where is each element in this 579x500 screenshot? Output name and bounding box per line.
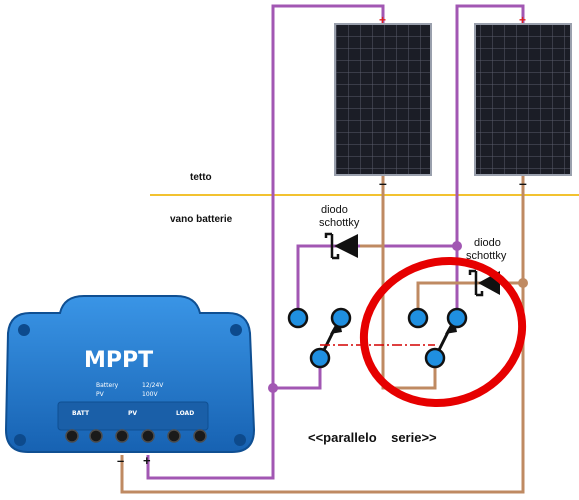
junction-dot [452, 241, 462, 251]
highlight-circle [359, 256, 527, 408]
junction-dot [518, 278, 528, 288]
battery-room-label: vano batterie [170, 214, 233, 225]
terminal-pv-label: PV [128, 410, 137, 417]
solar-panel-right: + – [474, 13, 572, 191]
switch-contact [407, 307, 429, 329]
mppt-spec-battery-value: 12/24V [142, 382, 164, 389]
solar-panel-left: + – [334, 13, 432, 191]
panel-left-positive: + [379, 13, 386, 27]
junction-dot [268, 383, 278, 393]
roof-label: tetto [190, 172, 212, 183]
terminal-screws [65, 429, 207, 443]
diode-right-label: schottky [466, 250, 507, 262]
mppt-controller: MPPT Battery 12/24V PV 100V BATT PV LOAD… [4, 295, 256, 468]
terminal-load-label: LOAD [176, 410, 194, 417]
switch-contact [330, 307, 352, 329]
diode-left-label: schottky [319, 217, 360, 229]
panel-left-negative: – [379, 175, 387, 191]
switch-contact [446, 307, 468, 329]
switch-contacts [287, 307, 468, 369]
terminal-batt-label: BATT [72, 410, 90, 417]
diode-right-label: diodo [474, 237, 501, 249]
panel-right-negative: – [519, 175, 527, 191]
pv-minus-sign: – [117, 453, 124, 468]
mppt-title: MPPT [84, 348, 153, 373]
pv-plus-sign: + [143, 453, 151, 468]
switch-contact [287, 307, 309, 329]
mppt-spec-pv-label: PV [96, 391, 105, 398]
switch-contact [424, 347, 446, 369]
panel-right-positive: + [519, 13, 526, 27]
mppt-spec-pv-value: 100V [142, 391, 158, 398]
mppt-spec-battery-label: Battery [96, 382, 119, 389]
schottky-diode-left [324, 232, 358, 260]
switch-contact [309, 347, 331, 369]
diode-left-label: diodo [321, 204, 348, 216]
mode-caption: <<parallelo serie>> [308, 430, 437, 445]
